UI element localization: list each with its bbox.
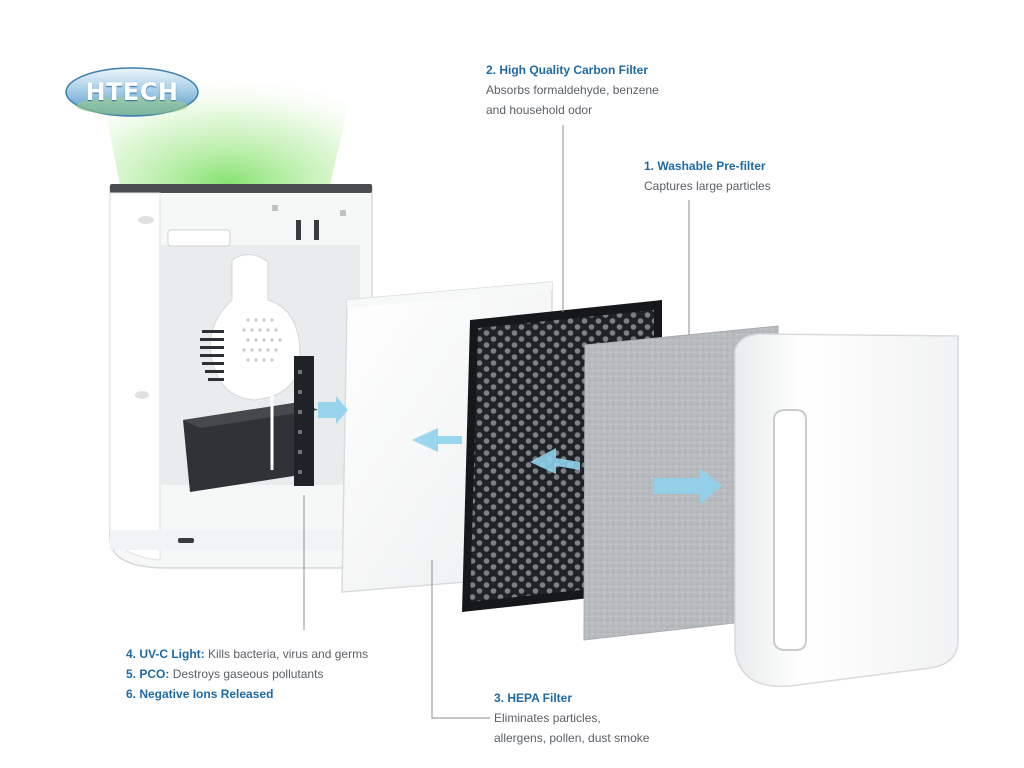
uvc-pco-ions-label: 4. UV-C Light: Kills bacteria, virus and… [126,644,368,704]
front-cover-panel [734,333,959,688]
pco-title: 5. PCO: [126,667,170,681]
carbon-filter-desc-line-1: Absorbs formaldehyde, benzene [486,83,659,97]
hepa-filter-label: 3. HEPA Filter Eliminates particles, all… [494,688,649,748]
negative-ions-title: 6. Negative Ions Released [126,687,274,701]
pre-filter-label: 1. Washable Pre-filter Captures large pa… [644,156,771,196]
hepa-filter-title: 3. HEPA Filter [494,691,573,705]
htech-logo: HTECH [64,66,200,118]
uvc-light-desc: Kills bacteria, virus and germs [208,647,369,661]
leader-lines [303,125,690,719]
hepa-filter-desc-line-2: allergens, pollen, dust smoke [494,731,650,745]
carbon-filter-desc-line-2: and household odor [486,103,593,117]
logo-wordmark: HTECH [85,78,179,106]
purifier-housing [109,184,373,569]
hepa-filter-desc-line-1: Eliminates particles, [494,711,601,725]
airflow-arrows [318,396,722,504]
carbon-filter-title: 2. High Quality Carbon Filter [486,63,649,77]
pre-filter-desc-line-1: Captures large particles [644,179,771,193]
pco-desc: Destroys gaseous pollutants [172,667,324,681]
carbon-filter-label: 2. High Quality Carbon Filter Absorbs fo… [486,60,659,120]
pre-filter-title: 1. Washable Pre-filter [644,159,766,173]
uvc-light-title: 4. UV-C Light: [126,647,205,661]
